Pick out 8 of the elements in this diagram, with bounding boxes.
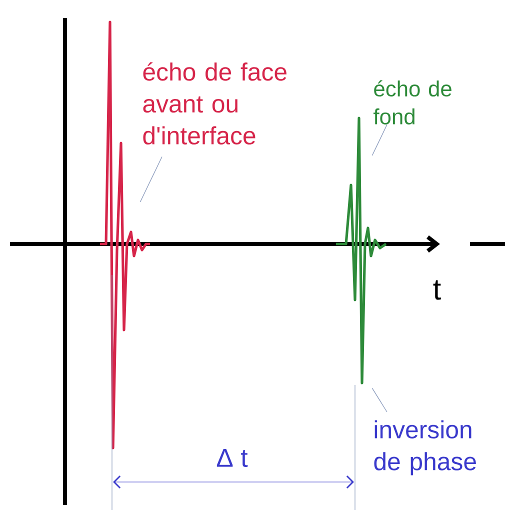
axis-label: t [433, 280, 441, 300]
leader-line [372, 124, 388, 156]
label-text: écho de face avant ou d'interface [143, 62, 286, 145]
leader-line [372, 388, 388, 412]
leader-line [140, 156, 162, 202]
label-text: écho de fond [374, 80, 452, 124]
dimension-label: Δ t [216, 448, 248, 467]
label-text: inversion de phase [374, 420, 476, 476]
